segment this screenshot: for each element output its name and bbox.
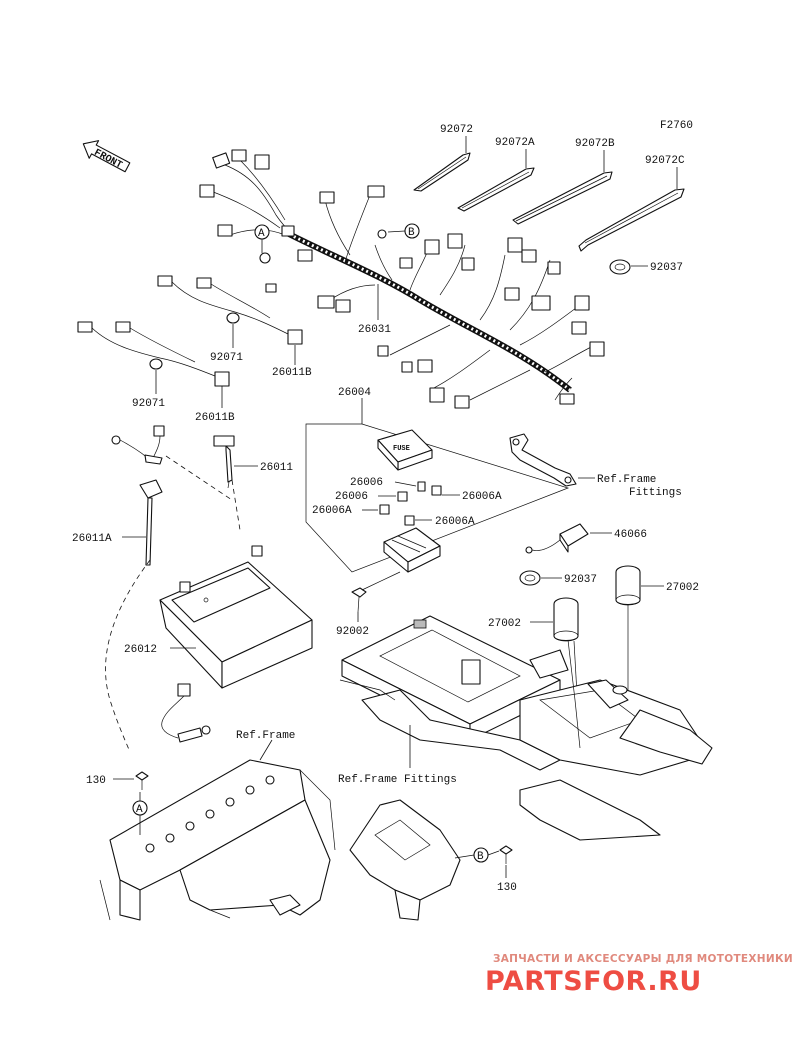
- callout-27002-left: 27002: [488, 618, 521, 630]
- marker-b-top: B: [387, 223, 420, 239]
- callout-92037-mid: 92037: [564, 574, 597, 586]
- callout-26006A-2: 26006A: [462, 491, 502, 503]
- callout-27002-right: 27002: [666, 582, 699, 594]
- callout-130-b: 130: [497, 882, 517, 894]
- callout-26012: 26012: [124, 644, 157, 656]
- cable-tie-92072C: [578, 188, 685, 252]
- main-harness-26031: [199, 149, 605, 409]
- watermark-tagline: ЗАПЧАСТИ И АКСЕССУАРЫ ДЛЯ МОТОТЕХНИКИ: [493, 953, 793, 965]
- callout-26006-1: 26006: [350, 477, 383, 489]
- battery-tray: [339, 615, 713, 841]
- ref-frame-label: Ref.Frame: [236, 730, 295, 742]
- fuse-cover-label: FUSE: [393, 445, 410, 453]
- watermark-brand: PARTSFOR.RU: [485, 966, 702, 997]
- battery-26012: [159, 545, 313, 689]
- callout-92071-b: 92071: [132, 398, 165, 410]
- marker-a-top: A: [254, 224, 270, 253]
- fuses: [379, 481, 442, 526]
- ref-frame-fittings-label: Ref.Frame Fittings: [338, 774, 457, 786]
- screw-92002: [351, 587, 367, 613]
- marker-b-bottom: B: [454, 847, 500, 863]
- ref-frame-label-2: Fittings: [629, 487, 682, 499]
- svg-text:A: A: [258, 228, 265, 240]
- svg-text:B: B: [477, 851, 484, 863]
- ground-lead: [161, 683, 211, 743]
- callout-46066: 46066: [614, 529, 647, 541]
- sub-harness-26011B-upper: [157, 275, 303, 345]
- callout-26011B-b: 26011B: [195, 412, 235, 424]
- marker-a-bottom: A: [132, 792, 148, 835]
- frame: [99, 759, 461, 921]
- fuse-cover: FUSE: [377, 429, 433, 471]
- front-arrow-icon: FRONT: [82, 140, 131, 173]
- callout-26006A-3: 26006A: [435, 516, 475, 528]
- callout-92071-a: 92071: [210, 352, 243, 364]
- svg-text:A: A: [136, 804, 143, 816]
- ref-frame-label-1: Ref.Frame: [597, 474, 656, 486]
- callout-130-a: 130: [86, 775, 106, 787]
- callout-26031: 26031: [358, 324, 391, 336]
- callout-92002: 92002: [336, 626, 369, 638]
- bracket-ref-frame-fittings: [509, 433, 577, 487]
- cable-tie-92072: [413, 152, 471, 192]
- cap-27002-right: [615, 565, 641, 700]
- callout-92037-top: 92037: [650, 262, 683, 274]
- callout-92072A: 92072A: [495, 137, 535, 149]
- battery-cable-26011A: [111, 425, 165, 566]
- callout-26011A: 26011A: [72, 533, 112, 545]
- cap-27002-left: [553, 597, 581, 749]
- sub-harness-26011B-lower: [77, 321, 230, 387]
- bolt-130-b: [499, 845, 513, 864]
- callout-26006-2: 26006: [335, 491, 368, 503]
- bolt-130-a: [135, 771, 149, 790]
- callout-92072C: 92072C: [645, 155, 685, 167]
- callout-26011B-a: 26011B: [272, 367, 312, 379]
- fuse-block: [383, 527, 441, 573]
- callout-26004: 26004: [338, 387, 371, 399]
- cable-tie-92072A: [457, 167, 535, 212]
- callout-26006A-1: 26006A: [312, 505, 352, 517]
- connector-46066: [525, 523, 589, 554]
- clamp-92037-top: [609, 259, 631, 275]
- callout-26011: 26011: [260, 462, 293, 474]
- callout-92072B: 92072B: [575, 138, 615, 150]
- figure-code: F2760: [660, 120, 693, 132]
- callout-92072: 92072: [440, 124, 473, 136]
- cable-tie-92072B: [512, 171, 613, 225]
- battery-cable-26011: [213, 435, 235, 489]
- clamp-92037-mid: [519, 570, 541, 586]
- svg-text:B: B: [408, 227, 415, 239]
